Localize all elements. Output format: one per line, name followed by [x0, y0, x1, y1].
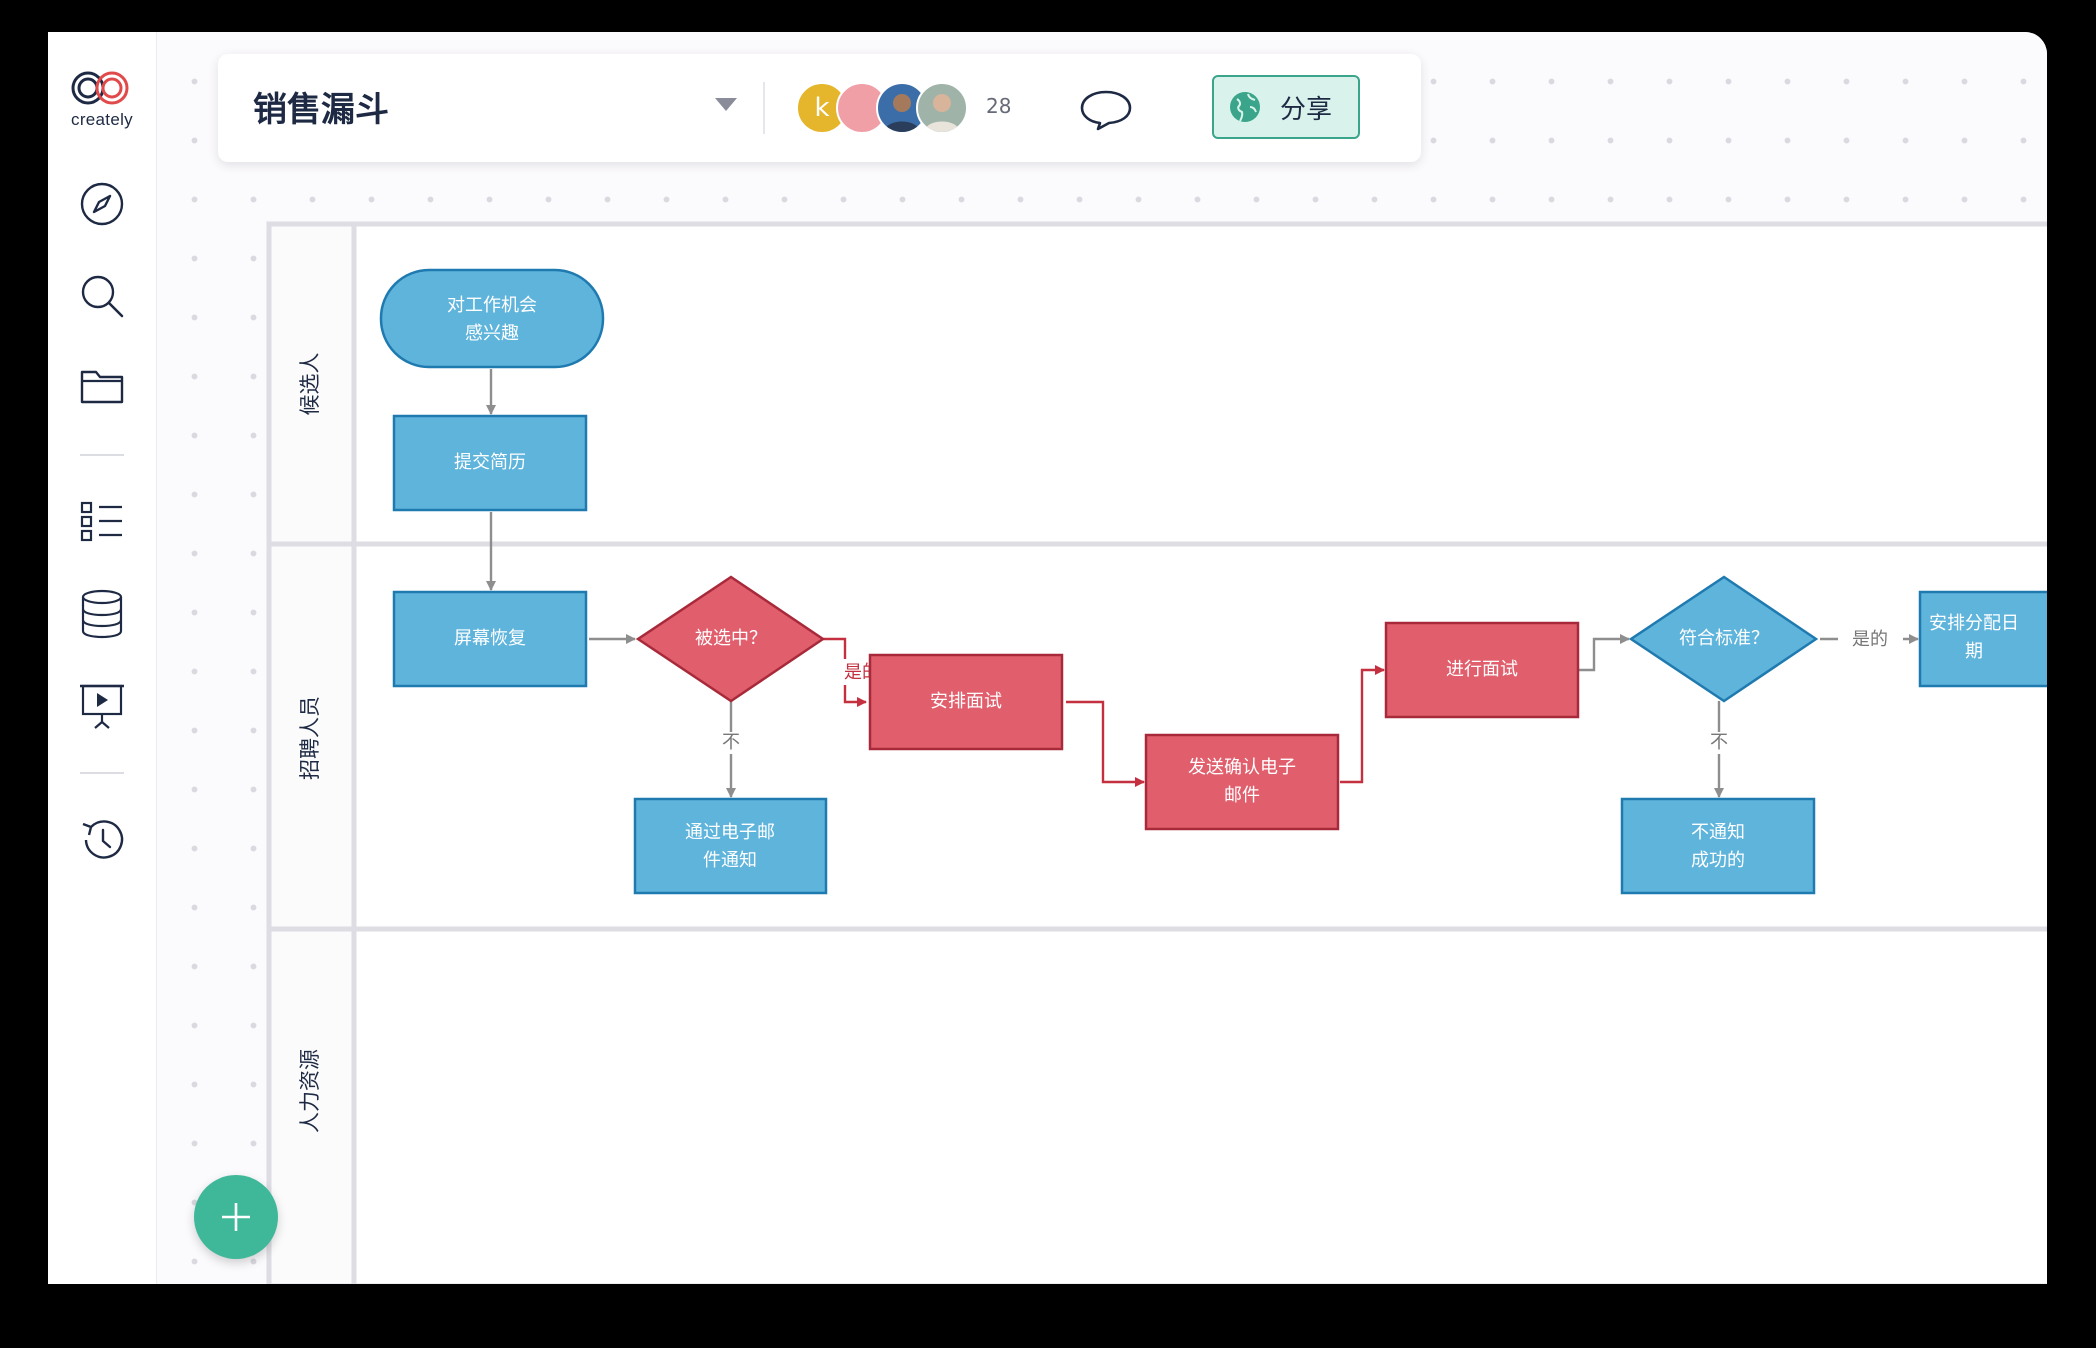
document-header: 销售漏斗 k 28	[218, 54, 1421, 162]
flowchart-diagram: 候选人 招聘人员 人力资源 是的 不 不 是的 对工作机会	[266, 221, 2047, 1284]
lane-label-recruiter: 招聘人员	[298, 696, 322, 780]
node-label: 安排分配日	[1929, 613, 2019, 634]
globe-icon	[1230, 92, 1260, 122]
sidebar-item-tasks[interactable]	[78, 498, 126, 546]
plus-icon	[222, 1203, 250, 1231]
edge-label-yes: 是的	[1852, 629, 1888, 650]
header-divider	[763, 82, 765, 134]
avatar[interactable]	[916, 82, 968, 134]
chevron-down-icon[interactable]	[715, 98, 737, 111]
node-schedule-interview[interactable]: 安排面试	[868, 653, 1064, 751]
avatar[interactable]	[876, 82, 928, 134]
node-notify-email[interactable]: 通过电子邮 件通知	[633, 797, 828, 895]
node-label: 邮件	[1224, 785, 1260, 806]
edge-label-no: 不	[722, 732, 740, 753]
sidebar: creately	[48, 32, 157, 1284]
lane-label-hr: 人力资源	[298, 1049, 322, 1133]
node-label: 进行面试	[1446, 659, 1518, 680]
sidebar-item-search[interactable]	[78, 272, 126, 320]
node-label: 感兴趣	[465, 323, 519, 344]
node-label: 安排面试	[930, 691, 1002, 712]
search-icon	[81, 275, 124, 318]
checklist-icon	[80, 501, 122, 542]
sidebar-item-explore[interactable]	[78, 180, 126, 228]
node-label: 不通知	[1691, 822, 1745, 843]
node-label: 件通知	[703, 850, 757, 871]
logo-text: creately	[71, 110, 133, 129]
presentation-icon	[80, 684, 124, 729]
edge-interview-to-criteria	[1579, 634, 1630, 672]
node-screen-resume[interactable]: 屏幕恢复	[392, 590, 588, 688]
node-send-confirmation[interactable]: 发送确认电子 邮件	[1144, 733, 1340, 831]
node-label: 对工作机会	[447, 295, 537, 316]
node-submit-resume[interactable]: 提交简历	[392, 414, 588, 512]
node-criteria-decision[interactable]: 符合标准？	[1628, 575, 1819, 703]
creately-logo-icon	[71, 71, 129, 105]
sidebar-item-history[interactable]	[78, 816, 126, 864]
node-assign-date[interactable]: 安排分配日 期	[1918, 590, 2047, 688]
comment-button[interactable]	[1078, 86, 1134, 132]
node-selected-decision[interactable]: 被选中？	[635, 575, 826, 703]
node-conduct-interview[interactable]: 进行面试	[1384, 621, 1580, 719]
sidebar-item-present[interactable]	[78, 682, 126, 730]
folder-icon	[80, 370, 124, 404]
collaborator-count[interactable]: 28	[986, 94, 1012, 118]
node-not-notify[interactable]: 不通知 成功的	[1620, 797, 1816, 895]
node-label: 发送确认电子	[1188, 757, 1296, 778]
document-title[interactable]: 销售漏斗	[253, 90, 389, 130]
sidebar-divider	[80, 772, 124, 774]
node-interested[interactable]: 对工作机会 感兴趣	[379, 268, 605, 369]
node-label: 屏幕恢复	[454, 628, 526, 649]
node-label: 期	[1965, 641, 1983, 662]
node-label: 通过电子邮	[685, 822, 775, 843]
add-button[interactable]	[194, 1175, 278, 1259]
node-label: 成功的	[1691, 850, 1745, 871]
user-photo-icon	[884, 94, 920, 132]
app-window: creately	[48, 32, 2047, 1284]
comment-icon	[1080, 90, 1132, 131]
sidebar-item-data[interactable]	[78, 589, 126, 639]
user-photo-icon	[924, 94, 960, 132]
logo[interactable]: creately	[62, 68, 142, 130]
compass-icon	[80, 182, 124, 226]
sidebar-item-folders[interactable]	[78, 362, 126, 410]
database-icon	[81, 589, 123, 639]
node-label: 被选中？	[695, 628, 767, 649]
lane-label-candidate: 候选人	[298, 353, 322, 416]
share-button[interactable]: 分享	[1212, 75, 1360, 139]
avatar-initial: k	[814, 93, 830, 123]
history-icon	[82, 820, 124, 859]
sidebar-divider	[80, 454, 124, 456]
edge-confirm-to-interview	[1340, 665, 1385, 784]
node-label: 提交简历	[454, 452, 526, 473]
edge-schedule-to-confirm	[1066, 700, 1145, 787]
edge-label-no: 不	[1710, 732, 1728, 753]
share-label: 分享	[1280, 94, 1333, 125]
node-label: 符合标准？	[1679, 628, 1769, 649]
